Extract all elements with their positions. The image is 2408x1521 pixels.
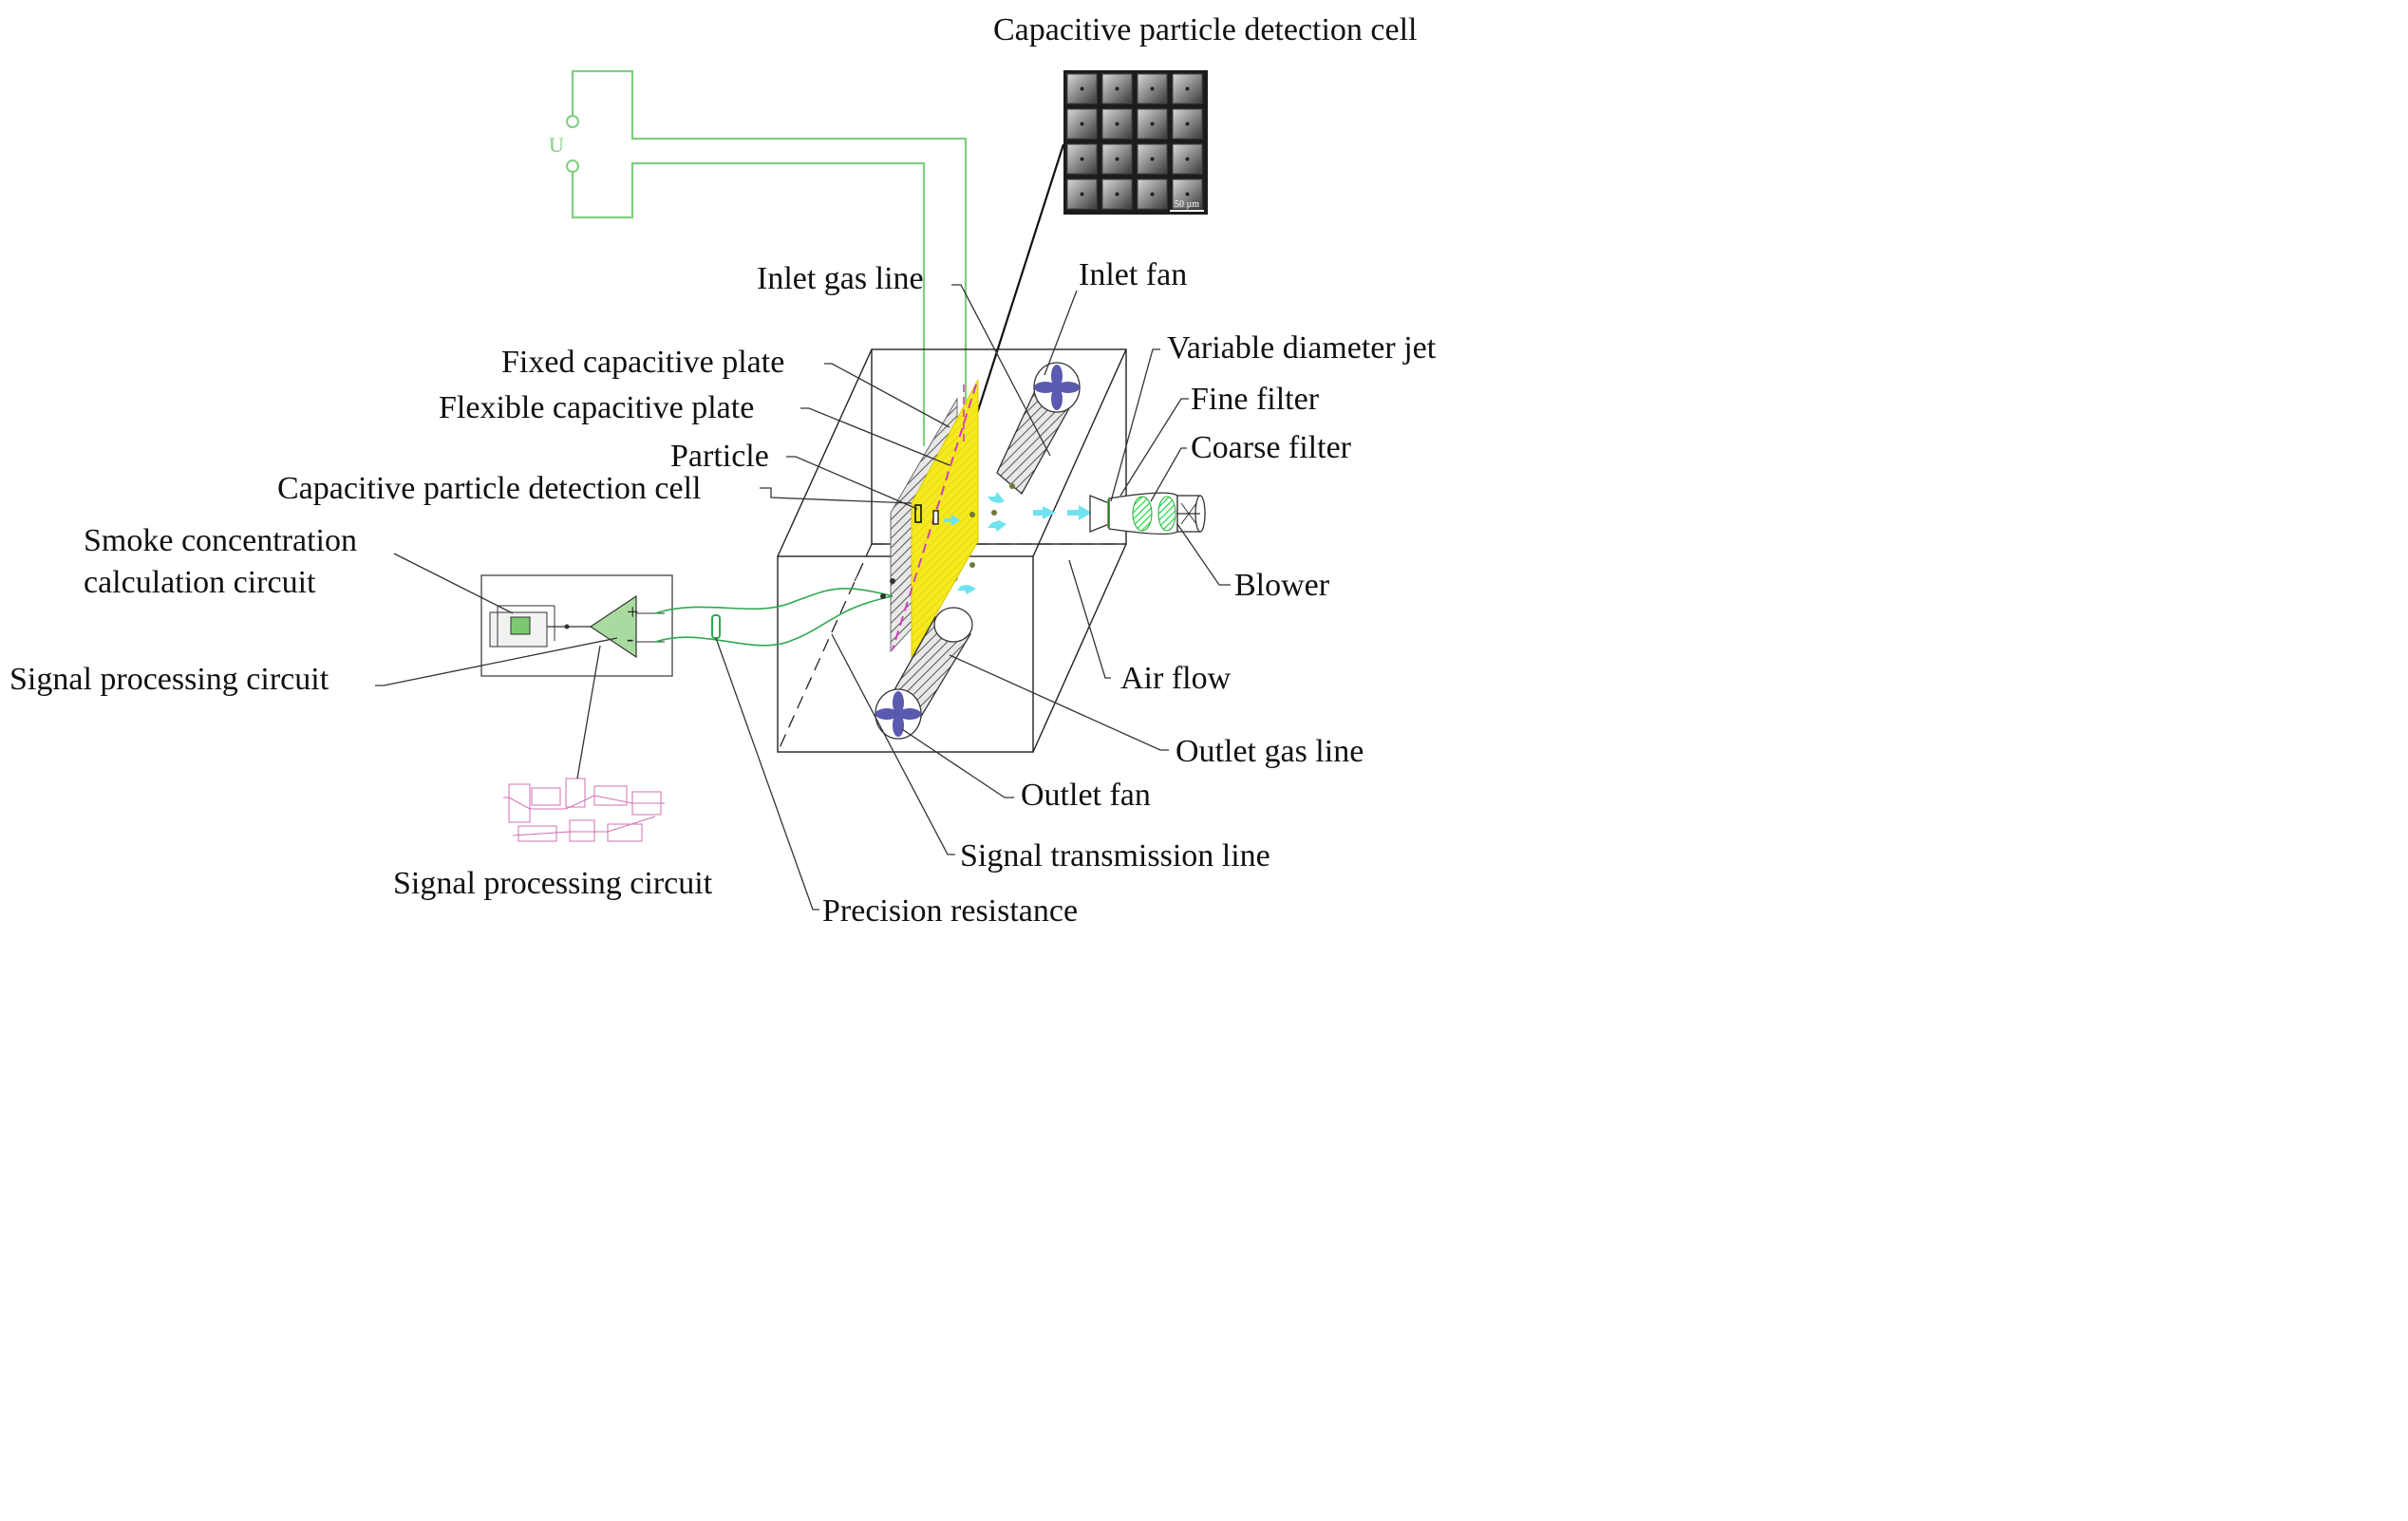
label-inlet-fan: Inlet fan	[1079, 257, 1187, 292]
micrograph-leader	[965, 143, 1065, 447]
signal-transmission-wires	[654, 573, 895, 647]
micrograph-cell-center	[1080, 192, 1084, 197]
label-inlet-gas-line: Inlet gas line	[757, 261, 924, 296]
label-fine-filter: Fine filter	[1191, 382, 1320, 417]
micrograph-cell-center	[1150, 122, 1155, 126]
label-signal-transmission-line: Signal transmission line	[960, 838, 1270, 873]
label-precision-resistance: Precision resistance	[822, 893, 1078, 929]
label-smoke-concentration-1: Smoke concentration	[84, 523, 357, 558]
inlet-fan	[996, 362, 1081, 496]
label-coarse-filter: Coarse filter	[1191, 430, 1352, 465]
label-fixed-capacitive-plate: Fixed capacitive plate	[501, 345, 784, 380]
micrograph-image	[1063, 70, 1208, 215]
label-variable-diameter-jet: Variable diameter jet	[1167, 330, 1437, 366]
diagram-svg: Capacitive particle detection cell 50 µm…	[9, 12, 1437, 929]
micrograph-cell-center	[1150, 86, 1155, 91]
micrograph-cell-center	[1185, 122, 1190, 126]
micrograph-title: Capacitive particle detection cell	[993, 12, 1418, 47]
micrograph-cell-center	[1080, 86, 1084, 91]
micrograph-cell-center	[1185, 192, 1190, 197]
voltage-source-circuit: U	[549, 69, 968, 458]
label-outlet-fan: Outlet fan	[1021, 778, 1151, 813]
outlet-fan	[875, 607, 973, 740]
diagram-canvas: Capacitive particle detection cell 50 µm…	[0, 0, 1489, 940]
jet-filter-blower-assembly	[1089, 492, 1206, 535]
label-signal-processing-circuit-left: Signal processing circuit	[9, 662, 329, 697]
particle-detection-marker	[914, 504, 997, 568]
label-particle: Particle	[670, 439, 769, 474]
label-flexible-capacitive-plate: Flexible capacitive plate	[439, 390, 754, 425]
voltage-symbol: U	[549, 133, 564, 157]
micrograph-cell-center	[1115, 157, 1119, 161]
amp-minus: -	[627, 627, 633, 650]
micrograph-cell-center	[1185, 86, 1190, 91]
micrograph-cell-center	[1115, 86, 1119, 91]
label-signal-processing-circuit-bottom: Signal processing circuit	[393, 866, 713, 901]
label-blower: Blower	[1234, 568, 1330, 603]
label-smoke-concentration-2: calculation circuit	[84, 565, 316, 600]
micrograph-cell-center	[1115, 122, 1119, 126]
micrograph-cell-center	[1080, 157, 1084, 161]
micrograph-cell-center	[1115, 192, 1119, 197]
label-capacitive-particle-detection-cell: Capacitive particle detection cell	[277, 471, 702, 506]
micrograph-cell-center	[1185, 157, 1190, 161]
airflow-arrows	[944, 492, 1092, 594]
label-air-flow: Air flow	[1120, 661, 1232, 696]
amp-plus: +	[627, 600, 638, 624]
micrograph-cell-center	[1150, 157, 1155, 161]
micrograph-cell-center	[1080, 122, 1084, 126]
signal-processing-box: + -	[480, 574, 673, 677]
leader-lines	[375, 284, 1231, 911]
schematic-thumbnail	[503, 778, 665, 842]
label-outlet-gas-line: Outlet gas line	[1176, 734, 1364, 769]
micrograph-cell-center	[1150, 192, 1155, 197]
scale-bar-label: 50 µm	[1175, 199, 1199, 210]
